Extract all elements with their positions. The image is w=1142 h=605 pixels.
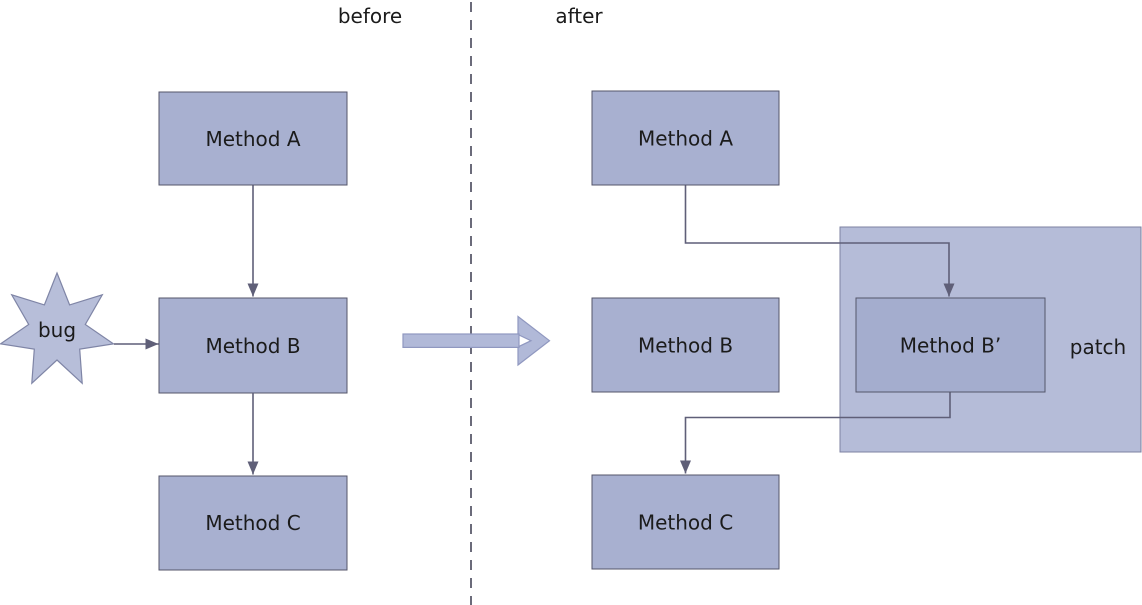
after-method-b-patched-box <box>855 297 1046 393</box>
after-method-a-label: Method A <box>638 127 733 151</box>
bug-label: bug <box>38 318 76 342</box>
after-method-b-patched-label: Method B’ <box>900 334 1001 358</box>
before-method-b-label: Method B <box>205 334 300 358</box>
after-method-b-label: Method B <box>638 334 733 358</box>
before-method-c-box <box>158 475 348 571</box>
transform-arrow-head-icon <box>517 315 551 367</box>
after-method-a-box <box>591 90 780 186</box>
before-method-a-box <box>158 91 348 186</box>
patch-label: patch <box>1070 335 1126 359</box>
before-title: before <box>338 4 402 28</box>
before-method-b-box <box>158 297 348 394</box>
transform-arrow-shaft <box>402 333 520 348</box>
after-title: after <box>555 4 603 28</box>
after-method-c-label: Method C <box>638 511 733 535</box>
bug-star-icon <box>0 271 116 385</box>
after-method-c-box <box>591 474 780 570</box>
after-connector-a-to-b-patched <box>684 185 955 297</box>
after-method-b-box <box>591 297 780 393</box>
before-method-a-label: Method A <box>205 127 300 151</box>
after-connector-b-patched-to-c <box>680 392 951 474</box>
before-method-c-label: Method C <box>205 511 300 535</box>
